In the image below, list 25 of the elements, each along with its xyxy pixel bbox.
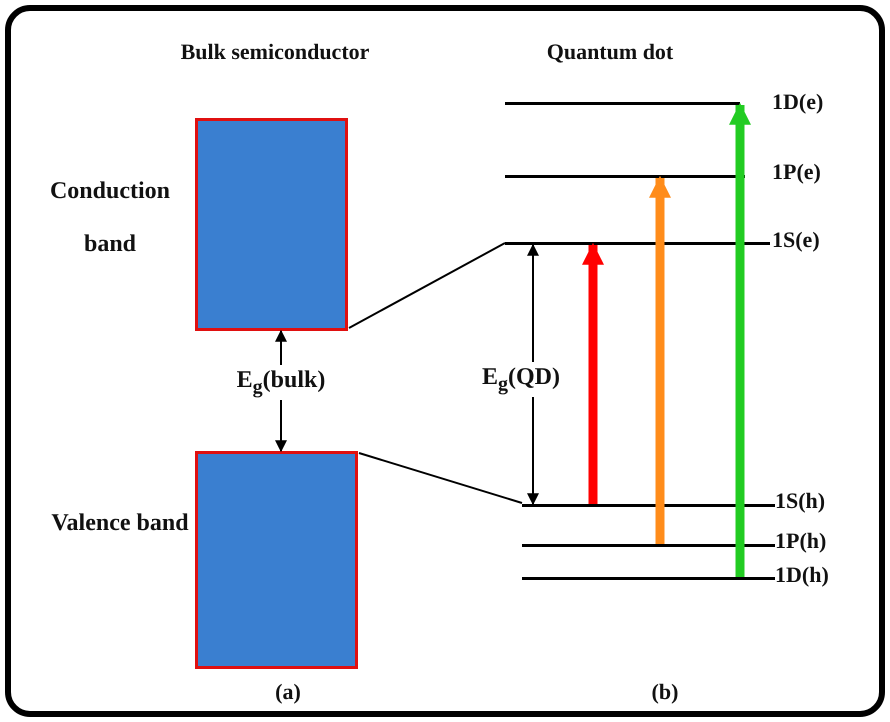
panel-label: (a) — [274, 678, 302, 706]
transition-arrow — [649, 176, 671, 544]
connector-line — [358, 452, 522, 504]
level-label: 1S(e) — [772, 226, 821, 254]
band-label: Valence band — [50, 509, 190, 538]
panel-title: Quantum dot — [546, 38, 674, 66]
level-label: 1D(h) — [775, 561, 830, 589]
transition-arrow — [729, 102, 751, 577]
energy-level-line — [522, 544, 775, 547]
level-label: 1P(h) — [775, 527, 828, 555]
transition-arrow — [582, 242, 604, 504]
level-label: 1P(e) — [772, 158, 822, 186]
energy-level-line — [505, 102, 740, 105]
energy-band-block — [195, 118, 348, 331]
band-label: Conduction band — [48, 177, 172, 259]
panel-label: (b) — [650, 678, 680, 706]
energy-level-line — [522, 577, 775, 580]
energy-level-line — [505, 242, 770, 245]
panel-title: Bulk semiconductor — [180, 38, 370, 66]
level-label: 1D(e) — [772, 88, 824, 116]
energy-band-block — [195, 451, 358, 669]
energy-level-line — [522, 504, 775, 507]
level-label: 1S(h) — [775, 487, 826, 515]
energy-level-line — [505, 175, 745, 178]
connector-line — [348, 242, 506, 329]
